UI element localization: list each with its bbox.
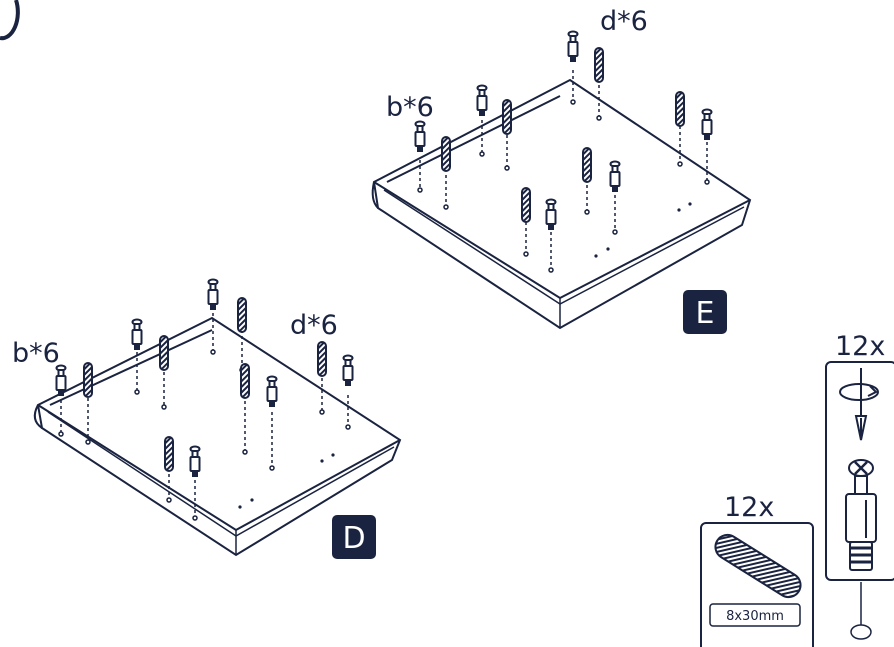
panel-e-callout-b: b*6	[386, 92, 434, 123]
panel-d-tag-bg	[332, 515, 376, 559]
panel-e-tag-bg	[683, 290, 727, 334]
cam-lock-count: 12x	[835, 331, 885, 362]
wood-dowel-icon	[714, 533, 802, 599]
hole-icon	[850, 624, 872, 640]
panel-e-callout-d: d*6	[600, 6, 648, 37]
cam-lock-box: 12x	[825, 331, 894, 640]
panel-e	[371, 30, 752, 330]
cam-bolt-icon	[845, 459, 877, 571]
step-circle-fragment	[0, 0, 20, 41]
panel-e-tag: E	[696, 296, 715, 331]
dowel-count: 12x	[724, 492, 774, 523]
panel-d-tag: D	[342, 521, 365, 556]
screwdriver-icon	[839, 368, 879, 441]
panel-d-callout-b: b*6	[12, 338, 60, 369]
dowel-size: 8x30mm	[726, 609, 784, 624]
dowel-box: 12x 8x30mm	[700, 492, 814, 647]
panel-d	[33, 278, 402, 557]
panel-d-callout-d: d*6	[290, 310, 338, 341]
